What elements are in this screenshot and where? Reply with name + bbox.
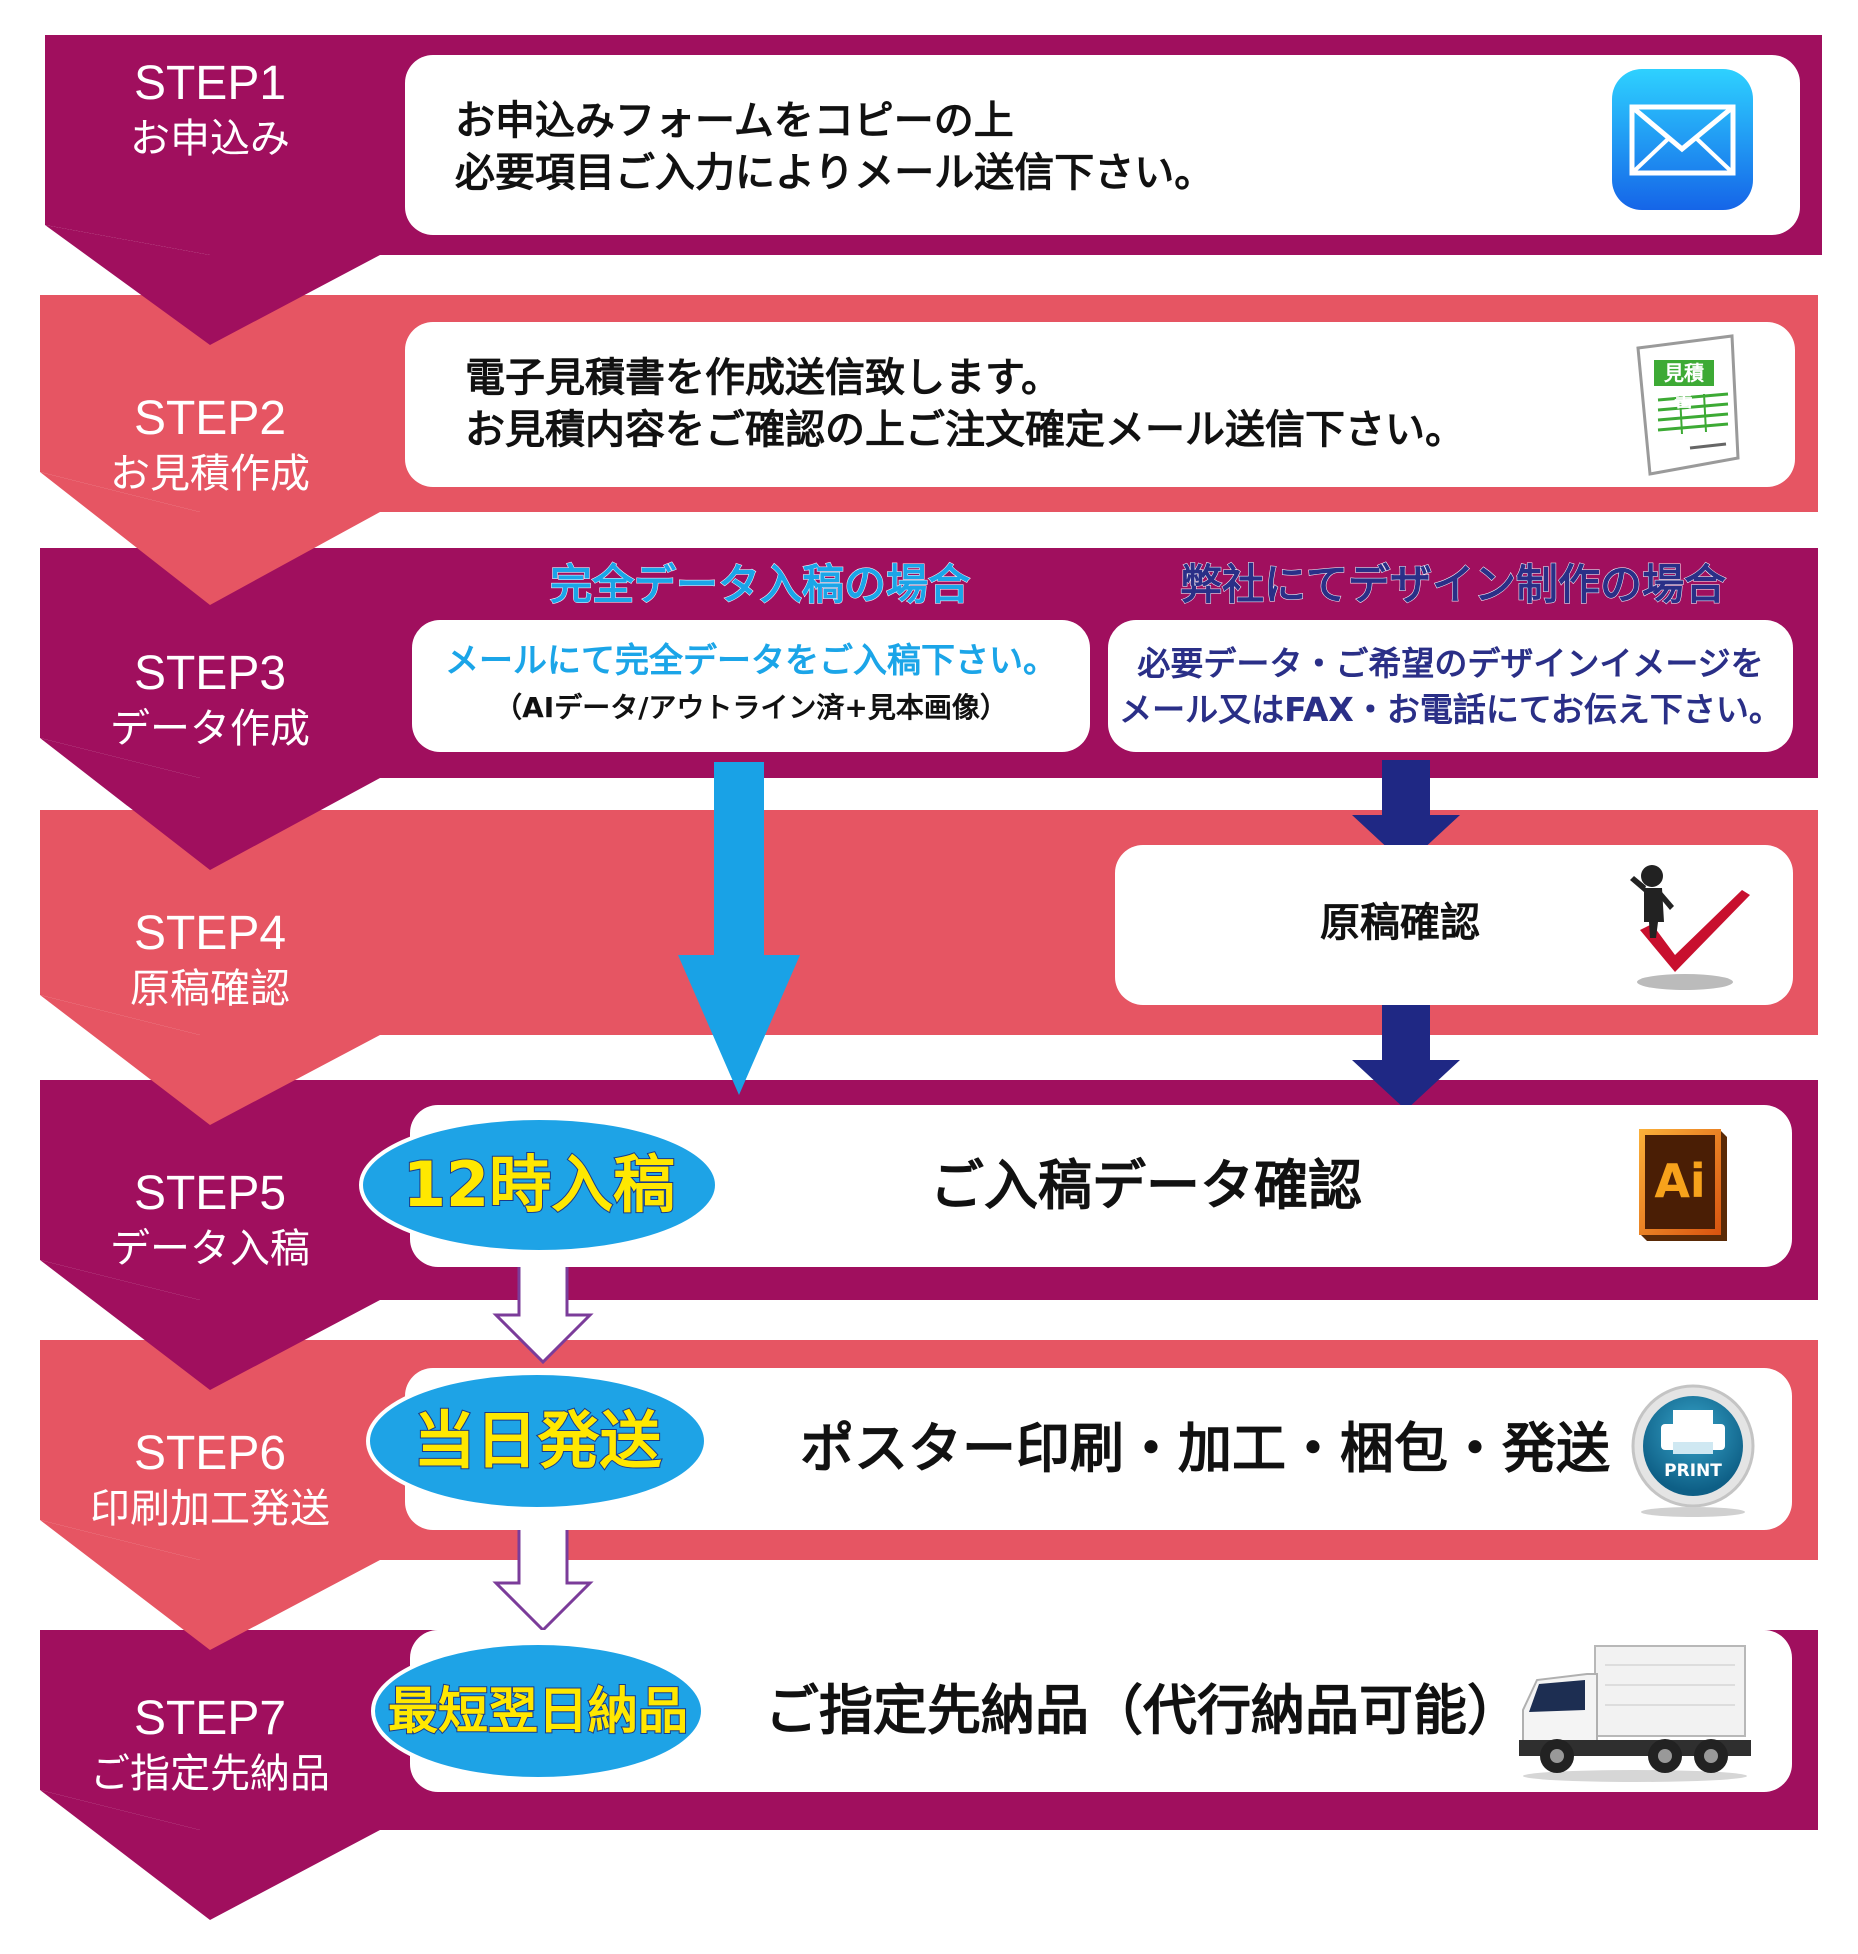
step2-name: お見積作成 <box>110 451 310 497</box>
step3-left-line1: メールにて完全データをご入稿下さい。 <box>445 641 1057 681</box>
step4-number: STEP4 <box>133 907 287 960</box>
step3-left-box: メールにて完全データをご入稿下さい。 （AIデータ/アウトライン済+見本画像） <box>412 620 1090 752</box>
step3-right-heading: 弊社にてデザイン制作の場合 <box>1179 560 1726 610</box>
illustrator-label: Ai <box>1654 1154 1706 1208</box>
step7-text: ご指定先納品（代行納品可能） <box>765 1679 1521 1742</box>
printer-icon: PRINT <box>1623 1380 1763 1520</box>
step5-name: データ入稿 <box>110 1226 310 1272</box>
navy-down-arrow-2 <box>1352 1002 1460 1110</box>
step5-label: STEP5 データ入稿 <box>60 1165 360 1275</box>
step7-badge: 最短翌日納品 <box>370 1640 706 1782</box>
step2-line1: 電子見積書を作成送信致します。 <box>465 355 1061 401</box>
step3-right-box: 必要データ・ご希望のデザインイメージを メール又はFAX・お電話にてお伝え下さい… <box>1108 620 1793 752</box>
chevron-2 <box>40 472 380 605</box>
chevron-6 <box>40 1520 380 1650</box>
step3-name: データ作成 <box>110 706 310 752</box>
step7-badge-text: 最短翌日納品 <box>387 1681 689 1741</box>
step3-number: STEP3 <box>133 647 287 700</box>
step1-label: STEP1 お申込み <box>60 55 360 165</box>
mail-icon <box>1612 69 1753 210</box>
step1-line1: お申込みフォームをコピーの上 <box>455 98 1014 144</box>
step4-name: 原稿確認 <box>130 966 290 1012</box>
step7-name: ご指定先納品 <box>90 1751 330 1797</box>
step4-box: 原稿確認 <box>1115 845 1793 1005</box>
step5-badge: 12時入稿 <box>358 1115 720 1255</box>
printer-label: PRINT <box>1664 1461 1722 1481</box>
step7-label: STEP7 ご指定先納品 <box>60 1690 360 1800</box>
step6-badge-text: 当日発送 <box>412 1404 662 1478</box>
step5-number: STEP5 <box>133 1167 287 1220</box>
step2-label: STEP2 お見積作成 <box>60 390 360 500</box>
step3-label: STEP3 データ作成 <box>60 645 360 755</box>
step3-left-heading: 完全データ入稿の場合 <box>549 560 970 610</box>
step1-number: STEP1 <box>133 57 287 110</box>
step3-right-line2: メール又はFAX・お電話にてお伝え下さい。 <box>1119 690 1782 729</box>
step1-name: お申込み <box>130 116 290 162</box>
step3-left-line2: （AIデータ/アウトライン済+見本画像） <box>494 691 1008 724</box>
illustrator-icon: Ai <box>1635 1125 1729 1243</box>
chevron-1 <box>45 225 380 345</box>
step5-text: ご入稿データ確認 <box>930 1154 1362 1217</box>
navy-down-arrow-1 <box>1352 760 1460 865</box>
step1-box: お申込みフォームをコピーの上 必要項目ご入力によりメール送信下さい。 <box>405 55 1800 235</box>
checkmark-figure-icon <box>1630 865 1750 990</box>
step6-badge: 当日発送 <box>365 1370 710 1512</box>
step6-text: ポスター印刷・加工・梱包・発送 <box>800 1417 1610 1480</box>
cyan-down-arrow <box>678 762 800 1095</box>
chevron-3 <box>40 738 380 870</box>
step1-line2: 必要項目ご入力によりメール送信下さい。 <box>455 150 1215 196</box>
chevron-7 <box>40 1790 380 1920</box>
step3-right-line1: 必要データ・ご希望のデザインイメージを <box>1137 644 1764 683</box>
chevron-4 <box>40 995 380 1125</box>
step7-number: STEP7 <box>133 1692 287 1745</box>
step5-badge-text: 12時入稿 <box>402 1148 676 1222</box>
step6-name: 印刷加工発送 <box>90 1486 330 1532</box>
hollow-down-arrow-2 <box>492 1518 594 1633</box>
truck-icon <box>1519 1645 1751 1782</box>
step6-label: STEP6 印刷加工発送 <box>60 1425 360 1535</box>
step2-number: STEP2 <box>133 392 287 445</box>
step4-text: 原稿確認 <box>1320 900 1480 946</box>
step4-label: STEP4 原稿確認 <box>60 905 360 1015</box>
step2-box: 電子見積書を作成送信致します。 お見積内容をご確認の上ご注文確定メール送信下さい… <box>405 322 1795 487</box>
estimate-document-icon: 見積書 <box>1620 330 1750 480</box>
step2-line2: お見積内容をご確認の上ご注文確定メール送信下さい。 <box>465 407 1465 453</box>
chevron-5 <box>40 1260 380 1390</box>
step6-number: STEP6 <box>133 1427 287 1480</box>
estimate-document-label: 見積書 <box>1664 361 1704 411</box>
